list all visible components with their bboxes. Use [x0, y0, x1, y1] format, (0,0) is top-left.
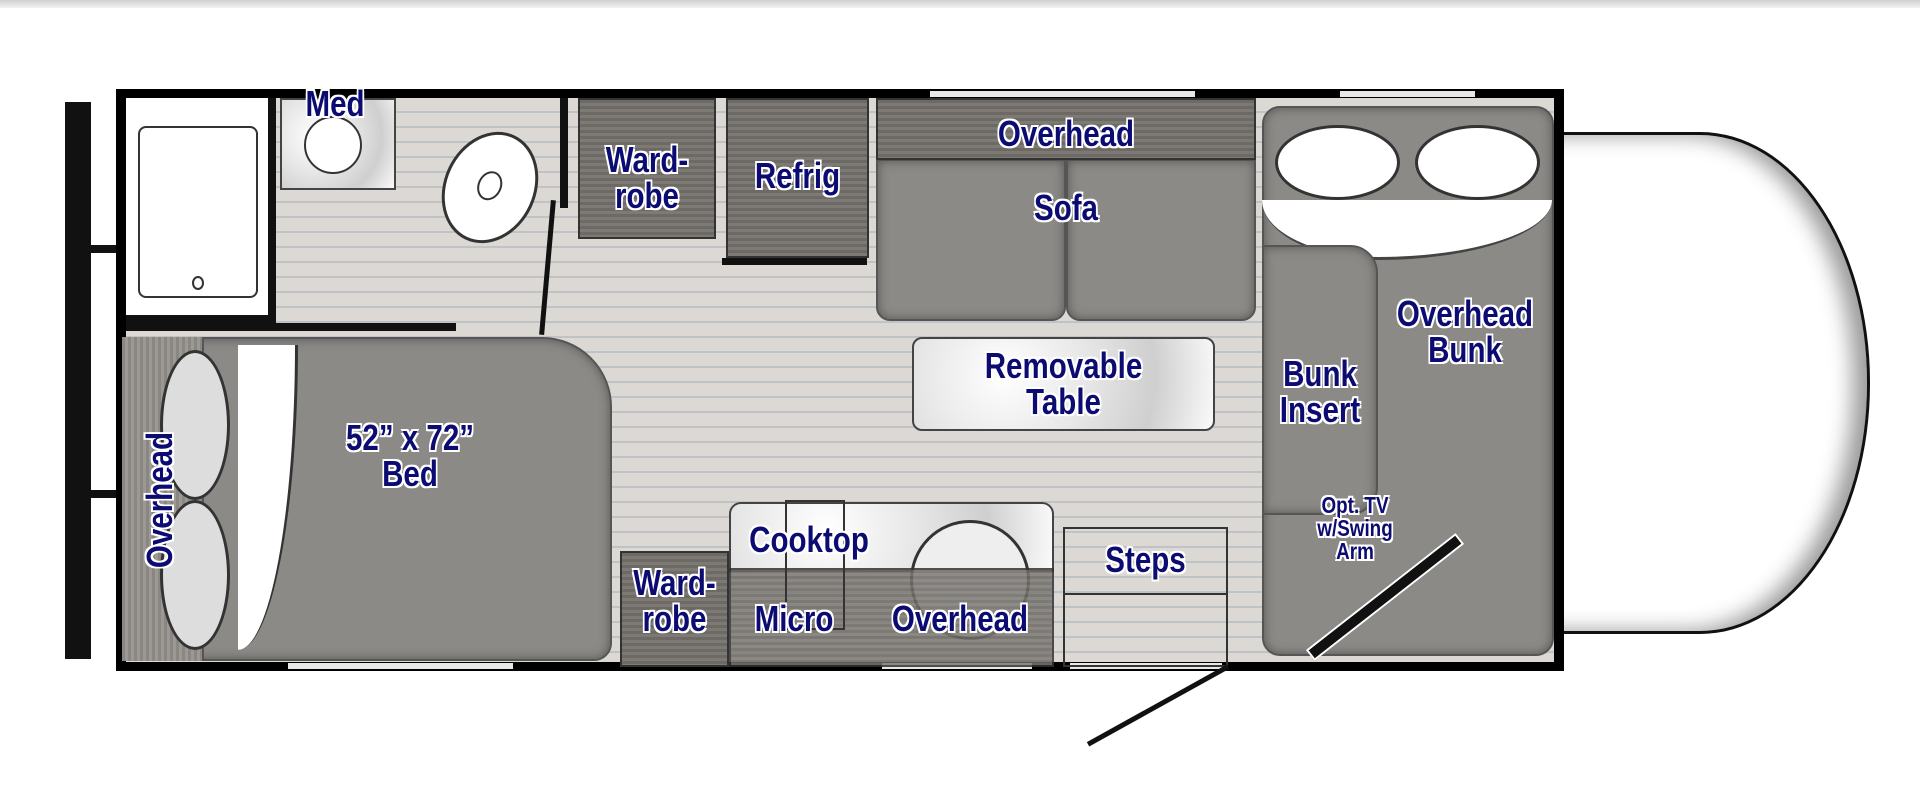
bath-sink — [280, 98, 396, 190]
bath-wall-bottom — [126, 323, 456, 331]
cab-seat-right — [1415, 125, 1540, 200]
overhead-cabinet-kitchen — [729, 568, 1054, 667]
bath-wall — [560, 98, 568, 208]
overhead-cabinet-sofa — [876, 98, 1256, 160]
rear-bumper — [65, 102, 91, 659]
label-sofa: Sofa — [1034, 187, 1098, 228]
label-overhead-sofa: Overhead — [997, 113, 1135, 154]
shower — [126, 98, 276, 323]
label-bed: 52” x 72” Bed — [345, 417, 475, 494]
step-edge — [1065, 593, 1226, 595]
window — [1340, 91, 1475, 97]
label-table: Removable Table — [984, 345, 1143, 422]
label-overhead-kitchen: Overhead — [891, 598, 1029, 639]
sofa-cushion-left[interactable] — [876, 159, 1066, 321]
label-overhead-bunk: Overhead Bunk — [1396, 293, 1534, 370]
label-wardrobe-bottom: Ward- robe — [633, 562, 716, 639]
label-steps: Steps — [1105, 539, 1186, 580]
window — [288, 663, 513, 669]
label-bunk-insert: Bunk Insert — [1279, 353, 1361, 430]
label-med: Med — [305, 83, 365, 124]
label-refrig: Refrig — [754, 155, 841, 196]
sink-basin-icon — [304, 116, 362, 174]
cab-nose — [1540, 132, 1870, 634]
cooktop-burners-icon — [785, 500, 845, 630]
label-wardrobe-top: Ward- robe — [605, 139, 689, 216]
toilet-bowl — [472, 167, 507, 205]
label-tv: Opt. TV w/Swing Arm — [1317, 492, 1393, 564]
wardrobe-bottom[interactable] — [620, 551, 729, 667]
top-edge — [0, 0, 1920, 8]
cab-seat-left — [1275, 125, 1400, 200]
wardrobe-top[interactable] — [578, 98, 716, 239]
label-overhead-rear: Overhead — [139, 431, 180, 569]
entry-door[interactable] — [1086, 664, 1230, 747]
pillow — [160, 500, 230, 650]
pillow — [160, 350, 230, 500]
sofa-cushion-right[interactable] — [1066, 159, 1256, 321]
label-cooktop: Cooktop — [749, 519, 869, 560]
bumper-bracket — [91, 245, 116, 253]
refrig-door — [722, 258, 867, 265]
bumper-bracket — [91, 490, 116, 498]
label-micro: Micro — [754, 598, 834, 639]
shower-pan — [138, 126, 258, 298]
bunk-insert[interactable] — [1262, 245, 1378, 515]
removable-table[interactable] — [912, 337, 1215, 431]
drain-icon — [192, 276, 204, 290]
steps[interactable] — [1063, 527, 1228, 667]
window — [930, 91, 1195, 97]
refrigerator[interactable] — [726, 98, 869, 258]
